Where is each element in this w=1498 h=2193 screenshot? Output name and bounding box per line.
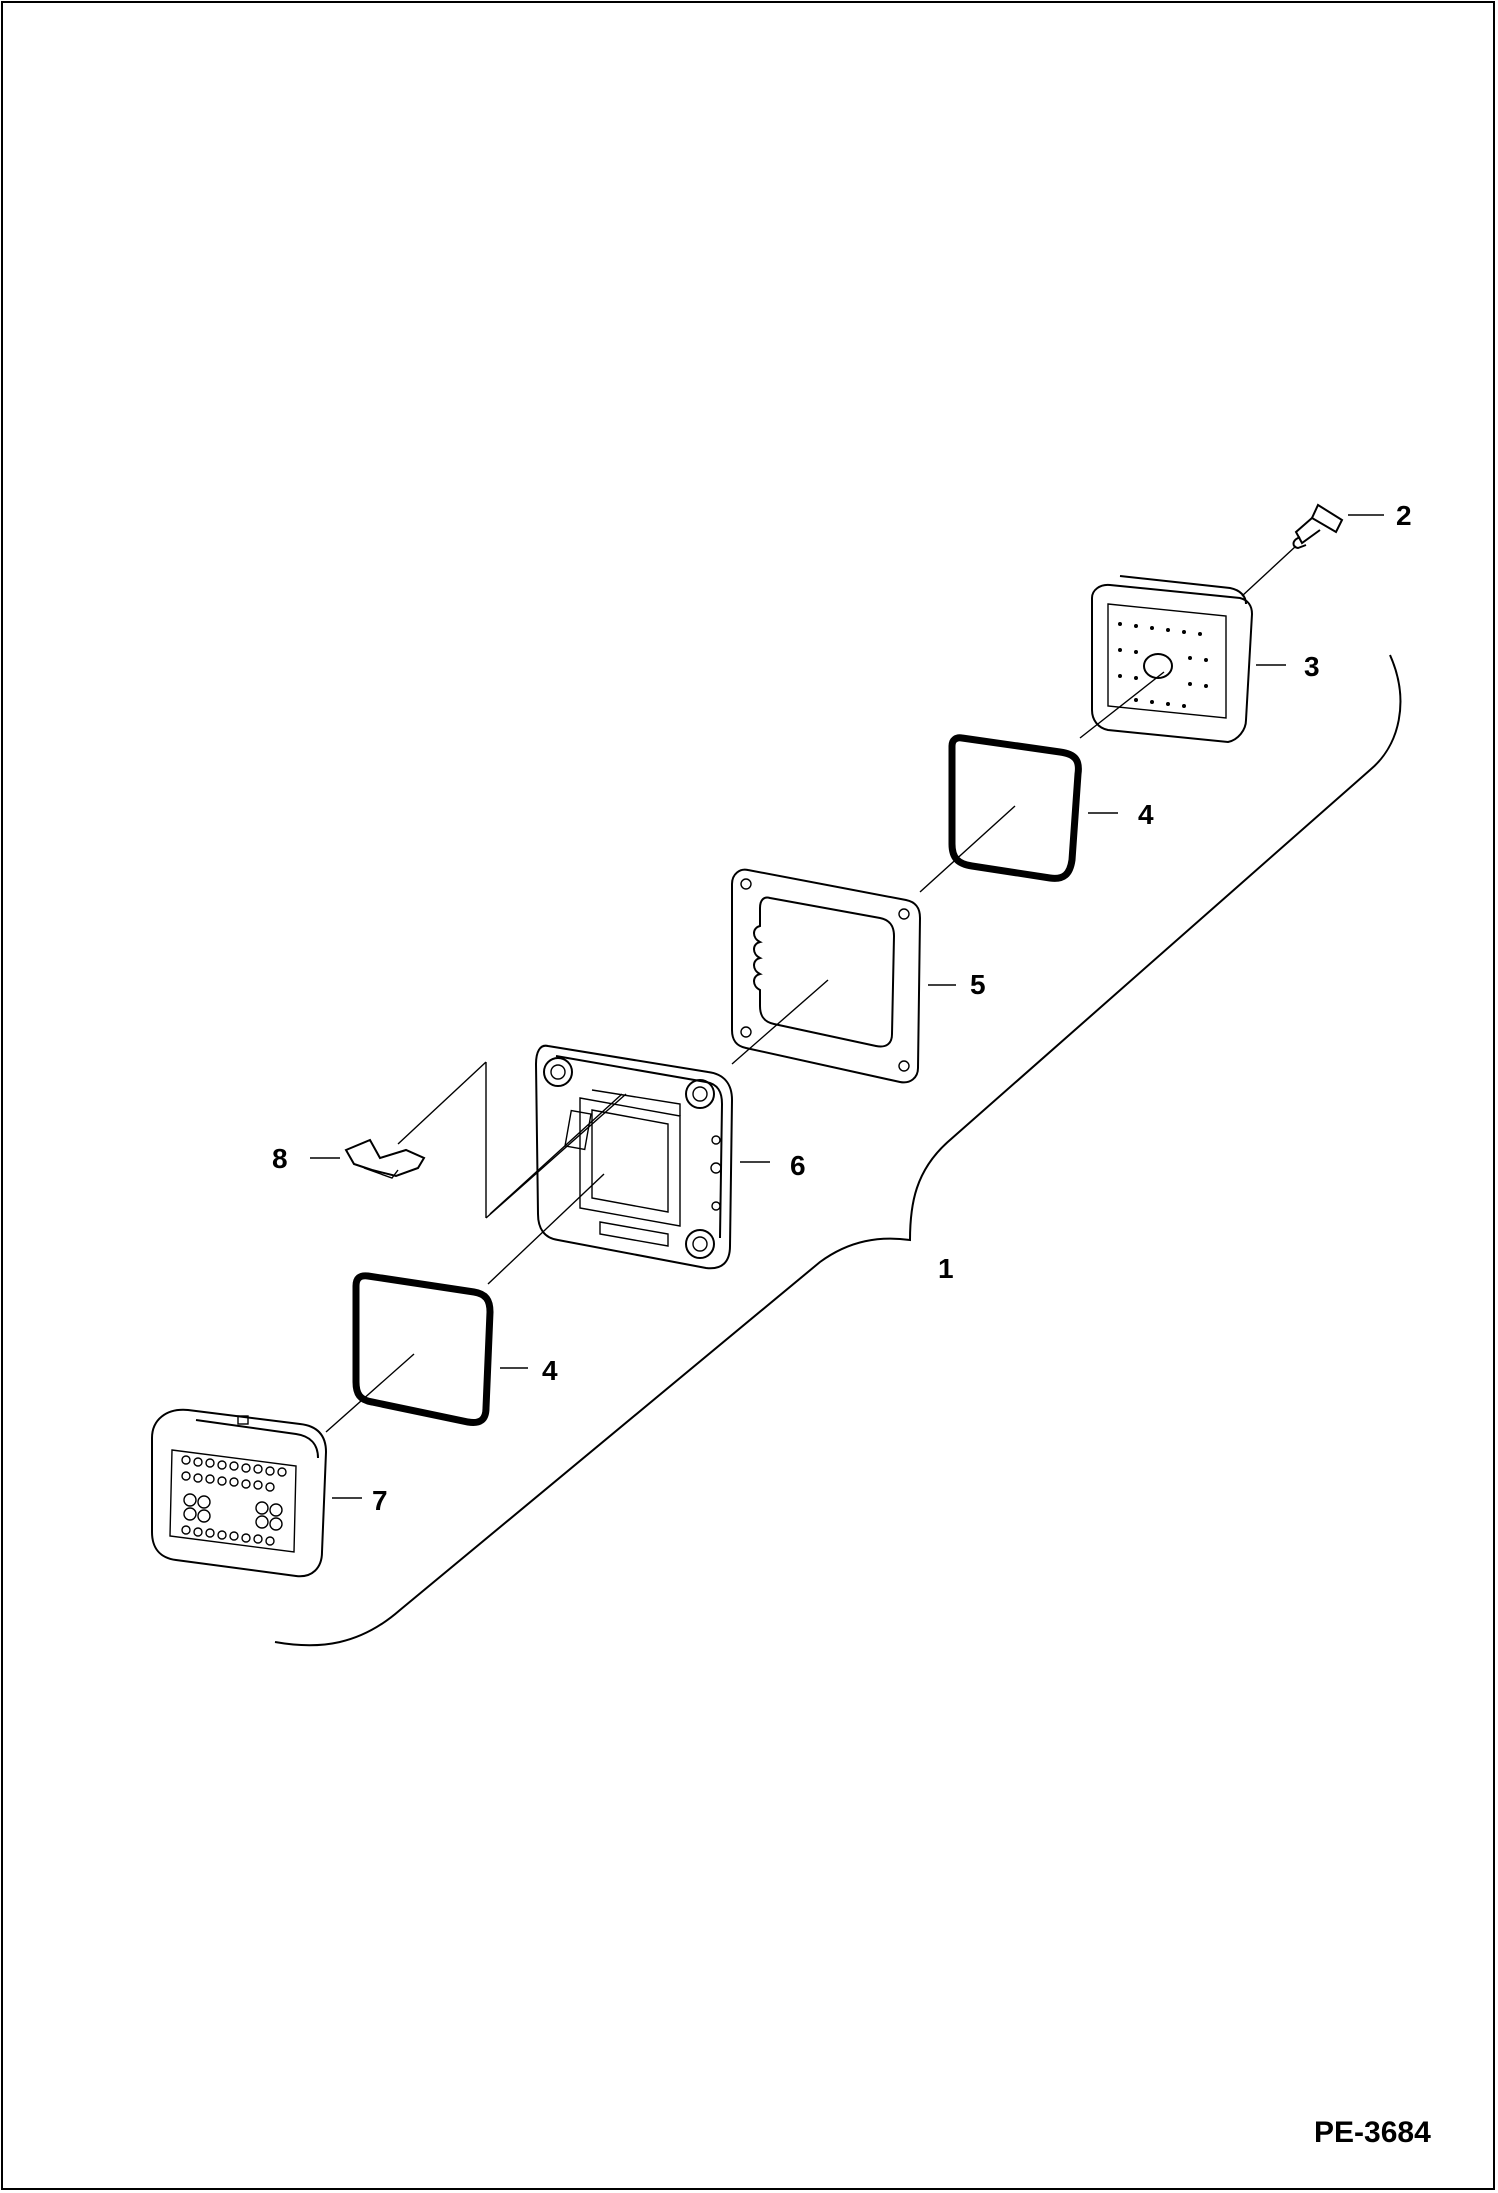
connector-pin-rows	[181, 1455, 287, 1546]
part-5-gasket	[731, 868, 956, 1084]
part-6-housing	[487, 1044, 770, 1285]
callout-2: 2	[1396, 500, 1412, 531]
callout-4-lower: 4	[542, 1355, 558, 1386]
part-2-pin	[1241, 503, 1384, 597]
connector-pin-holes	[1118, 622, 1208, 708]
callout-8: 8	[272, 1143, 288, 1174]
part-8-clip	[310, 1061, 627, 1219]
figure-id: PE-3684	[1314, 2116, 1431, 2149]
callout-3: 3	[1304, 651, 1320, 682]
part-4-seal-lower	[325, 1272, 528, 1433]
callout-4-upper: 4	[1138, 799, 1154, 830]
callout-1: 1	[938, 1253, 954, 1284]
callout-6: 6	[790, 1150, 806, 1181]
assembly-brace	[274, 654, 1402, 1647]
part-3-connector	[1079, 575, 1286, 744]
part-4-seal-upper	[919, 734, 1118, 893]
callout-5: 5	[970, 969, 986, 1000]
part-7-connector	[151, 1408, 362, 1578]
callout-7: 7	[372, 1485, 388, 1516]
